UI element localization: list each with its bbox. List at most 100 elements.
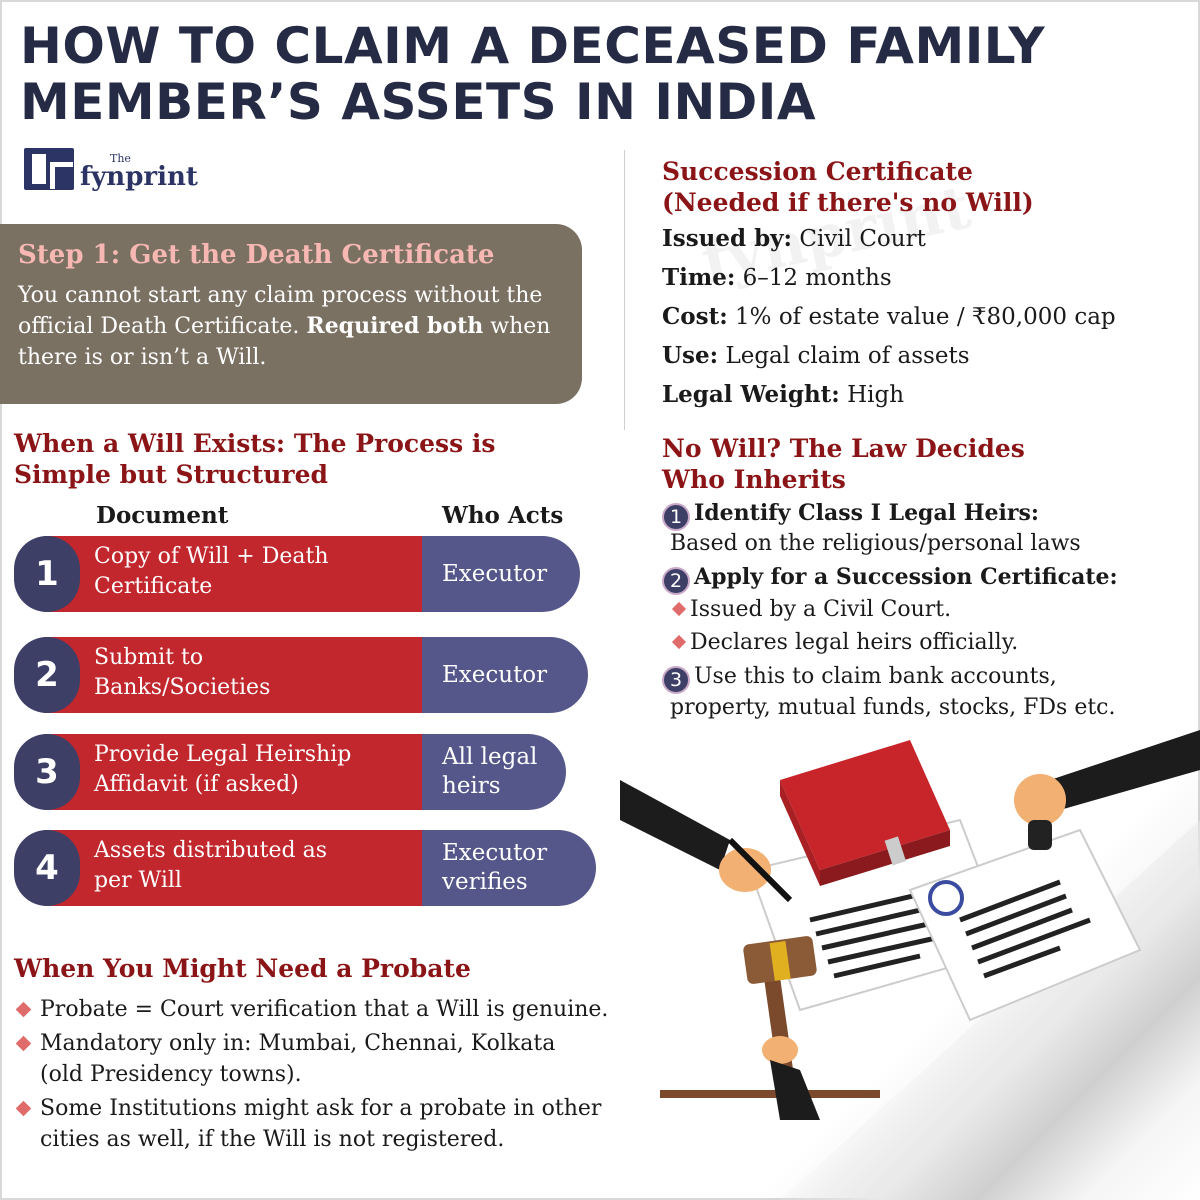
succession-issued-by: Issued by: Civil Court (662, 224, 926, 254)
row-document-line2: Affidavit (if asked) (94, 772, 299, 797)
step1-card: Step 1: Get the Death Certificate You ca… (0, 224, 582, 404)
row-document-line1: Submit to (94, 645, 204, 670)
field-value: 6–12 months (735, 265, 892, 291)
succession-heading: Succession Certificate (Needed if there'… (662, 156, 1034, 218)
sub-item-text: Issued by a Civil Court. (690, 597, 952, 622)
row-document-line1: Provide Legal Heirship (94, 742, 352, 767)
row-who-line1: All legal (442, 744, 538, 770)
diamond-bullet-icon (15, 1035, 32, 1052)
page-title: HOW TO CLAIM A DECEASED FAMILY MEMBER’S … (20, 17, 1046, 131)
field-value: High (839, 382, 905, 408)
succession-use: Use: Legal claim of assets (662, 341, 970, 371)
step1-title: Step 1: Get the Death Certificate (18, 240, 495, 270)
field-label: Issued by: (662, 225, 793, 252)
succession-heading-line1: Succession Certificate (662, 157, 973, 186)
row-document-line1: Assets distributed as (94, 838, 328, 863)
no-will-heading: No Will? The Law Decides Who Inherits (662, 433, 1025, 495)
row-document: Submit to Banks/Societies (44, 637, 444, 713)
no-will-step3-line1: Use this to claim bank accounts, (694, 664, 1057, 689)
step1-body-text: You cannot start any claim process witho… (18, 283, 543, 339)
row-who-line2: verifies (442, 869, 528, 895)
gavel-icon (660, 936, 880, 1120)
law-book-icon (780, 740, 950, 886)
row-who-line2: heirs (442, 773, 501, 799)
row-who-line1: Executor (442, 560, 548, 587)
list-item-line2: cities as well, if the Will is not regis… (40, 1127, 505, 1152)
no-will-step1-title: Identify Class I Legal Heirs: (694, 500, 1039, 526)
field-value: Civil Court (792, 226, 926, 252)
hand-with-stamp-icon (1014, 730, 1200, 850)
diamond-bullet-icon (672, 602, 686, 616)
diamond-bullet-icon (15, 1001, 32, 1018)
field-label: Legal Weight: (662, 381, 840, 408)
field-label: Use: (662, 342, 719, 369)
no-will-step2-sub1: Issued by a Civil Court. (672, 595, 951, 625)
step1-body-bold: Required both (306, 313, 484, 339)
list-item: Some Institutions might ask for a probat… (14, 1093, 654, 1155)
field-label: Time: (662, 264, 736, 291)
row-document-line2: Banks/Societies (94, 675, 271, 700)
row-document-line2: per Will (94, 868, 182, 893)
step-number-icon: 1 (662, 503, 690, 531)
list-item: Mandatory only in: Mumbai, Chennai, Kolk… (14, 1028, 654, 1090)
succession-heading-line2: (Needed if there's no Will) (662, 188, 1034, 217)
probate-list: Probate = Court verification that a Will… (14, 994, 654, 1158)
step1-body: You cannot start any claim process witho… (18, 280, 564, 373)
no-will-step3-line2: property, mutual funds, stocks, FDs etc. (670, 695, 1116, 720)
row-number: 1 (14, 536, 80, 612)
column-header-who-acts: Who Acts (442, 502, 564, 529)
row-who-line1: Executor (442, 661, 548, 688)
document-paper-right-icon (908, 828, 1142, 1022)
no-will-heading-line1: No Will? The Law Decides (662, 434, 1025, 463)
logo-name: fynprint (80, 162, 198, 192)
row-who-acts: All legal heirs (422, 734, 566, 810)
row-who-acts: Executor (422, 536, 580, 612)
list-item-line1: Probate = Court verification that a Will… (40, 997, 609, 1022)
row-number: 2 (14, 637, 80, 713)
row-who-acts: Executor (422, 637, 588, 713)
list-item-line1: Some Institutions might ask for a probat… (40, 1096, 602, 1121)
row-number: 4 (14, 830, 80, 906)
field-value: Legal claim of assets (718, 343, 970, 369)
will-heading-line1: When a Will Exists: The Process is (14, 429, 496, 458)
field-value: 1% of estate value / ₹80,000 cap (727, 304, 1116, 330)
row-document: Assets distributed as per Will (44, 830, 444, 906)
diamond-bullet-icon (15, 1100, 32, 1117)
succession-cost: Cost: 1% of estate value / ₹80,000 cap (662, 302, 1116, 332)
probate-heading: When You Might Need a Probate (14, 954, 471, 983)
field-label: Cost: (662, 303, 728, 330)
step-number-icon: 3 (662, 666, 690, 694)
succession-legal-weight: Legal Weight: High (662, 380, 904, 410)
brand-logo: The fynprint (24, 148, 198, 190)
sub-item-text: Declares legal heirs officially. (690, 630, 1019, 655)
column-divider (624, 150, 625, 430)
list-item: Probate = Court verification that a Will… (14, 994, 654, 1025)
fynprint-logo-icon (24, 148, 74, 190)
legal-illustration (620, 730, 1200, 1120)
row-document: Provide Legal Heirship Affidavit (if ask… (44, 734, 444, 810)
column-header-document: Document (96, 502, 229, 529)
no-will-step2-title: Apply for a Succession Certificate: (694, 564, 1118, 590)
no-will-step2-sub2: Declares legal heirs officially. (672, 628, 1018, 658)
row-document: Copy of Will + Death Certificate (44, 536, 444, 612)
succession-time: Time: 6–12 months (662, 263, 892, 293)
list-item-line2: (old Presidency towns). (40, 1062, 302, 1087)
will-section-heading: When a Will Exists: The Process is Simpl… (14, 428, 614, 490)
row-document-line1: Copy of Will + Death (94, 544, 329, 569)
will-heading-line2: Simple but Structured (14, 460, 328, 489)
step1-body-tail: when there is or isn’t a Will. (18, 314, 551, 370)
no-will-step1-body: Based on the religious/personal laws (670, 531, 1081, 556)
row-who-line1: Executor (442, 840, 548, 866)
diamond-bullet-icon (672, 635, 686, 649)
no-will-heading-line2: Who Inherits (662, 465, 846, 494)
hand-with-pen-icon (620, 780, 793, 903)
row-document-line2: Certificate (94, 574, 213, 599)
logo-the: The (110, 152, 131, 165)
row-who-acts: Executor verifies (422, 830, 596, 906)
row-number: 3 (14, 734, 80, 810)
step-number-icon: 2 (662, 567, 690, 595)
